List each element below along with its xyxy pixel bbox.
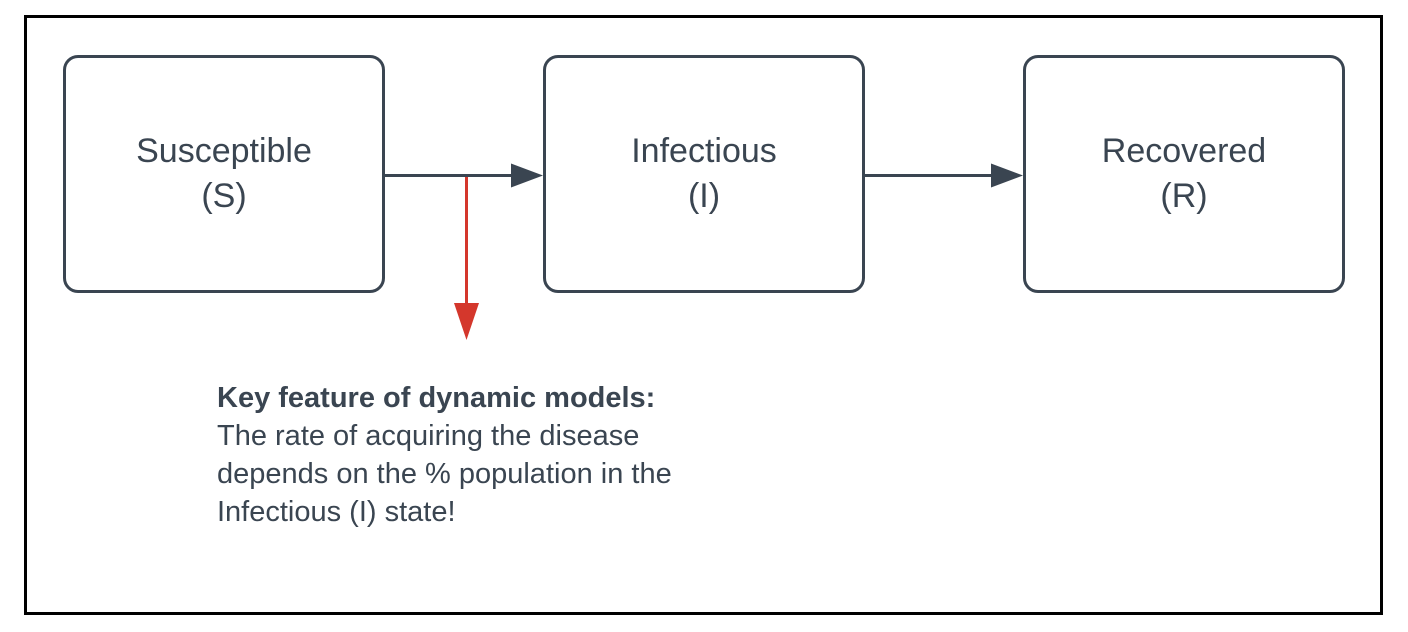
node-name: Susceptible [136,132,312,170]
node-recovered-label: Recovered (R) [1102,129,1266,219]
node-name: Recovered [1101,132,1267,170]
annotation-heading: Key feature of dynamic models: [217,382,656,414]
node-symbol: (S) [201,177,247,215]
node-susceptible-label: Susceptible (S) [136,129,312,219]
annotation-line: depends on the % population in the [217,458,672,490]
annotation-line: The rate of acquiring the disease [217,420,640,452]
annotation-line: Infectious (I) state! [217,496,456,528]
node-name: Infectious [631,132,777,170]
annotation[interactable]: Key feature of dynamic models: The rate … [217,379,672,531]
node-recovered[interactable]: Recovered (R) [1023,55,1345,293]
node-infectious-label: Infectious (I) [631,129,777,219]
node-susceptible[interactable]: Susceptible (S) [63,55,385,293]
node-infectious[interactable]: Infectious (I) [543,55,865,293]
node-symbol: (R) [1160,177,1208,215]
node-symbol: (I) [687,177,721,215]
